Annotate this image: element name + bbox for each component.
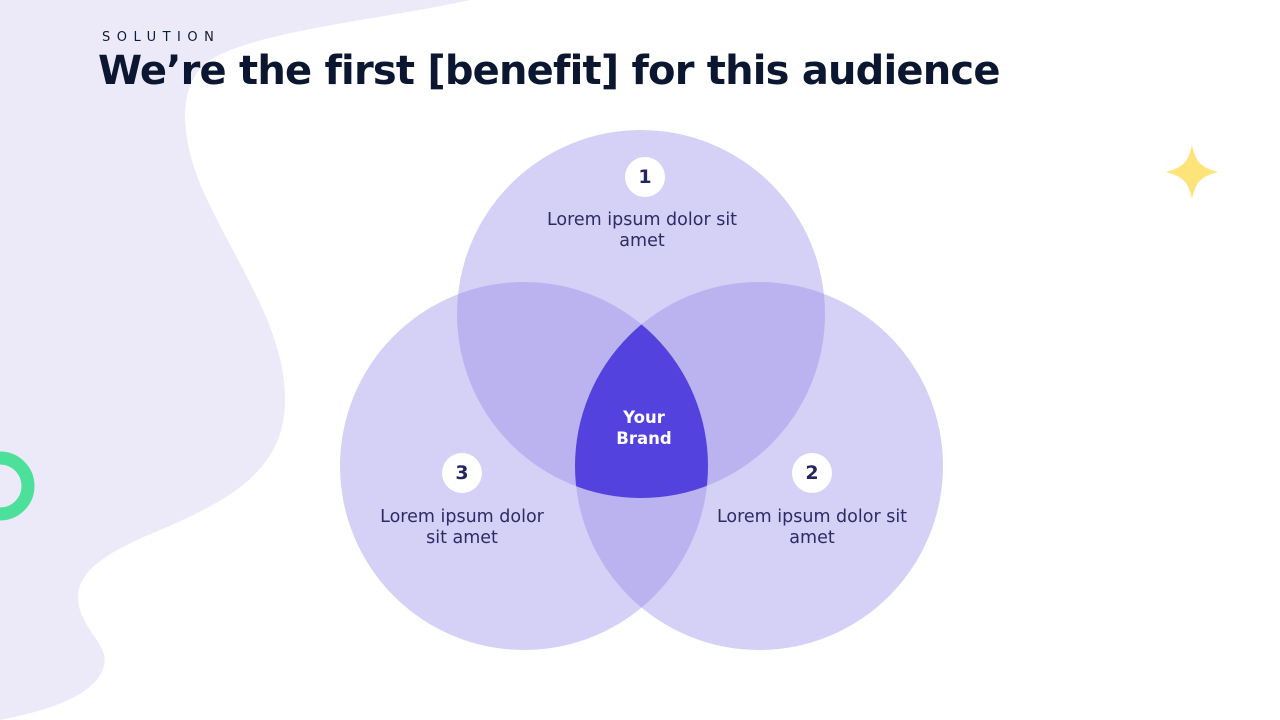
slide-title: We’re the first [benefit] for this audie… bbox=[98, 48, 1000, 94]
circle-1-number-badge: 1 bbox=[625, 157, 665, 197]
section-eyebrow: SOLUTION bbox=[102, 30, 221, 45]
sparkle-star-icon bbox=[1166, 145, 1218, 199]
ring-icon bbox=[0, 451, 35, 521]
circle-3-number-badge: 3 bbox=[442, 453, 482, 493]
circle-1-text: Lorem ipsum dolor sit amet bbox=[546, 210, 738, 251]
circle-3-text: Lorem ipsum dolor sit amet bbox=[380, 507, 544, 548]
center-brand-label: Your Brand bbox=[594, 407, 694, 449]
center-label-line-1: Your bbox=[623, 408, 665, 427]
circle-2-text: Lorem ipsum dolor sit amet bbox=[716, 507, 908, 548]
circle-2-number-badge: 2 bbox=[792, 453, 832, 493]
center-overlap bbox=[575, 282, 708, 498]
center-label-line-2: Brand bbox=[616, 429, 672, 448]
background-blob bbox=[0, 0, 470, 720]
